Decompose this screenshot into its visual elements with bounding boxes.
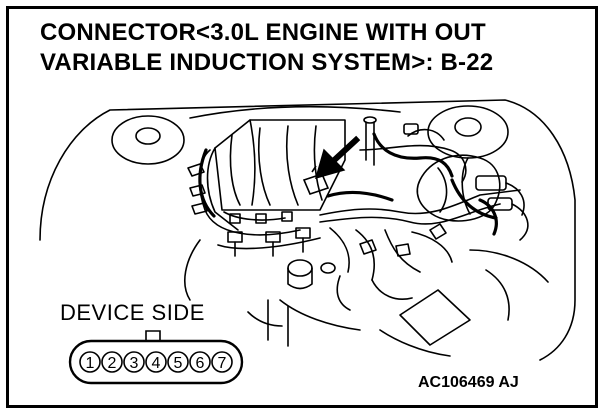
connector-latch xyxy=(145,330,161,342)
connector-pin-5 xyxy=(167,351,189,373)
connector-pin-2 xyxy=(101,351,123,373)
connector-pin-label-2: 2 xyxy=(108,355,117,372)
connector-pin-label-5: 5 xyxy=(174,355,183,372)
connector-pin-label-7: 7 xyxy=(218,355,227,372)
harness-left xyxy=(198,149,301,236)
engine-bay-outline xyxy=(39,99,576,361)
connector-pin-label-4: 4 xyxy=(152,355,161,372)
connector-pin-3 xyxy=(123,351,145,373)
reservoir-cap xyxy=(287,259,313,277)
right-strut-tower xyxy=(427,105,509,159)
connector-pin-1 xyxy=(79,351,101,373)
title-line-1: CONNECTOR<3.0L ENGINE WITH OUT xyxy=(40,19,486,46)
target-connector xyxy=(302,173,330,195)
connector-pin-label-3: 3 xyxy=(130,355,139,372)
device-side-label: DEVICE SIDE xyxy=(60,300,205,325)
figure-code: AC106469 AJ xyxy=(418,374,519,391)
callout-arrow xyxy=(314,135,361,180)
connector-pin-7 xyxy=(211,351,233,373)
throttle-body xyxy=(416,154,501,222)
left-strut-tower xyxy=(111,115,185,165)
connector-pin-6 xyxy=(189,351,211,373)
connector-pin-label-6: 6 xyxy=(196,355,205,372)
connector-pin-4 xyxy=(145,351,167,373)
title-line-2: VARIABLE INDUCTION SYSTEM>: B-22 xyxy=(40,49,494,76)
connector-pin-label-1: 1 xyxy=(86,355,95,372)
page-title: CONNECTOR<3.0L ENGINE WITH OUT VARIABLE … xyxy=(40,18,493,78)
